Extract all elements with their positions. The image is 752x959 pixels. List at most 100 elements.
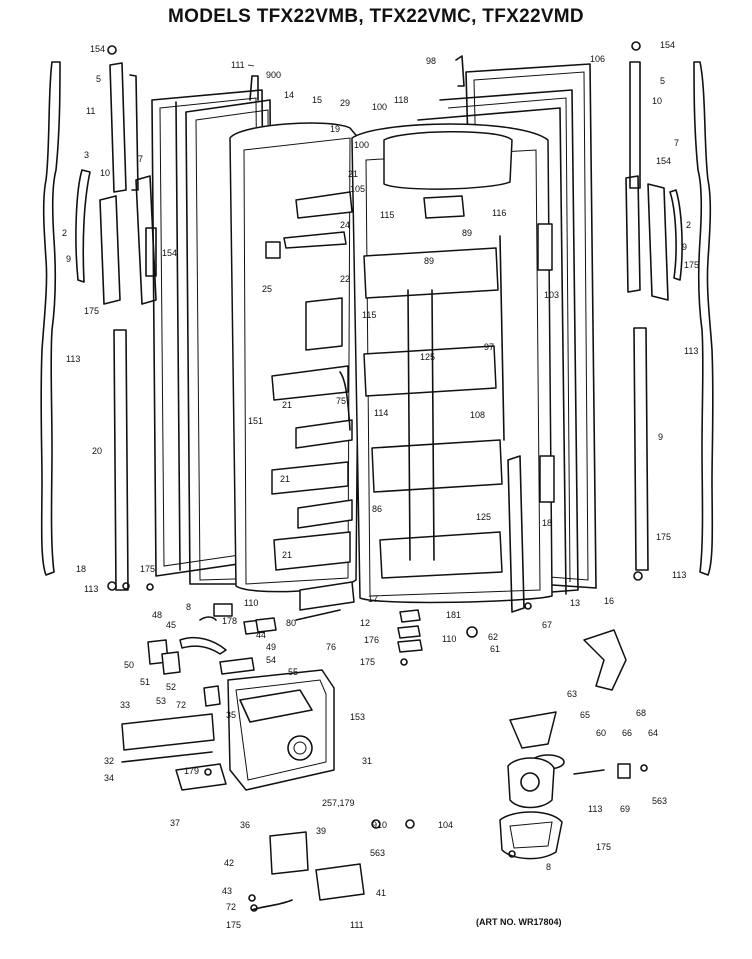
callout-label: 2 xyxy=(62,228,67,238)
callout-label: 563 xyxy=(652,796,667,806)
callout-label: 179 xyxy=(184,766,199,776)
callout-label: 151 xyxy=(248,416,263,426)
callout-label: 2 xyxy=(686,220,691,230)
callout-label: 63 xyxy=(567,689,577,699)
callout-label: 113 xyxy=(84,584,98,594)
callout-label: 125 xyxy=(476,512,491,522)
callout-label: 55 xyxy=(288,667,298,677)
callout-label: 33 xyxy=(120,700,130,710)
callout-label: 36 xyxy=(240,820,250,830)
callout-label: 21 xyxy=(348,169,358,179)
callout-label: 29 xyxy=(340,98,350,108)
left-door-trim xyxy=(135,175,157,305)
callout-label: 52 xyxy=(166,682,176,692)
callout-label: 24 xyxy=(340,220,350,230)
left-hinge-strip-upper xyxy=(109,62,139,193)
right-hinge-strip-lower xyxy=(633,327,649,571)
callout-label: 175 xyxy=(140,564,155,574)
callout-label: 110 xyxy=(244,598,258,608)
callout-label: 5 xyxy=(96,74,101,84)
fresh-food-door-liner xyxy=(351,55,555,613)
left-door-gasket xyxy=(40,61,61,576)
callout-label: 9 xyxy=(658,432,663,442)
diagram-title: MODELS TFX22VMB, TFX22VMC, TFX22VMD xyxy=(168,6,584,27)
callout-label: 153 xyxy=(350,712,365,722)
callout-label: 98 xyxy=(426,56,436,66)
callout-label: 176 xyxy=(364,635,379,645)
callout-label: 75 xyxy=(336,396,346,406)
callout-label: 51 xyxy=(140,677,150,687)
callout-label: 105 xyxy=(350,184,365,194)
callout-label: 125 xyxy=(420,352,435,362)
callout-label: 5 xyxy=(660,76,665,86)
dispenser-housing xyxy=(227,669,335,791)
callout-label: 257,179 xyxy=(322,798,355,808)
callout-label: 910 xyxy=(372,820,387,830)
callout-label: 154 xyxy=(90,44,105,54)
callout-label: 114 xyxy=(374,408,388,418)
callout-label: 50 xyxy=(124,660,134,670)
callout-label: 113 xyxy=(66,354,80,364)
right-door-handle xyxy=(625,175,683,301)
callout-label: 900 xyxy=(266,70,281,80)
callout-label: 19 xyxy=(330,124,340,134)
callout-label: 111 xyxy=(350,920,364,930)
callout-labels: 111 900 14 15 29 19 21 105 24 22 25 75 1… xyxy=(62,40,699,930)
art-number: (ART NO. WR17804) xyxy=(476,917,562,927)
callout-label: 8 xyxy=(546,862,551,872)
callout-label: 14 xyxy=(284,90,294,100)
callout-label: 7 xyxy=(674,138,679,148)
callout-label: 89 xyxy=(424,256,434,266)
callout-label: 111 xyxy=(231,60,245,70)
callout-label: 44 xyxy=(256,630,266,640)
callout-label: 49 xyxy=(266,642,276,652)
callout-label: 64 xyxy=(648,728,658,738)
callout-label: 72 xyxy=(176,700,186,710)
callout-label: 67 xyxy=(542,620,552,630)
left-door-handle xyxy=(75,169,121,305)
callout-label: 154 xyxy=(656,156,671,166)
callout-label: 181 xyxy=(446,610,461,620)
callout-label: 21 xyxy=(282,400,292,410)
callout-label: 118 xyxy=(394,95,408,105)
callout-label: 21 xyxy=(280,474,290,484)
callout-label: 25 xyxy=(262,284,272,294)
callout-label: 89 xyxy=(462,228,472,238)
callout-label: 178 xyxy=(222,616,237,626)
callout-label: 43 xyxy=(222,886,232,896)
callout-label: 76 xyxy=(326,642,336,652)
callout-label: 39 xyxy=(316,826,326,836)
callout-label: 18 xyxy=(76,564,86,574)
callout-label: 18 xyxy=(542,518,552,528)
callout-label: 42 xyxy=(224,858,234,868)
callout-label: 62 xyxy=(488,632,498,642)
callout-label: 60 xyxy=(596,728,606,738)
callout-label: 11 xyxy=(86,106,95,116)
callout-label: 116 xyxy=(492,208,506,218)
callout-label: 3 xyxy=(84,150,89,160)
left-hinge-strip-lower xyxy=(113,329,129,591)
callout-label: 175 xyxy=(360,657,375,667)
callout-label: 175 xyxy=(656,532,671,542)
callout-label: 61 xyxy=(490,644,500,654)
callout-label: 113 xyxy=(588,804,602,814)
callout-label: 154 xyxy=(162,248,177,258)
callout-label: 154 xyxy=(660,40,675,50)
callout-label: 16 xyxy=(604,596,614,606)
callout-label: 9 xyxy=(66,254,71,264)
callout-label: 113 xyxy=(684,346,698,356)
callout-label: 15 xyxy=(312,95,322,105)
right-hinge-strip-upper xyxy=(629,61,641,189)
callout-label: 32 xyxy=(104,756,114,766)
callout-label: 54 xyxy=(266,655,276,665)
callout-label: 31 xyxy=(362,756,372,766)
callout-label: 175 xyxy=(684,260,699,270)
callout-label: 115 xyxy=(362,310,376,320)
callout-label: 35 xyxy=(226,710,236,720)
callout-label: 86 xyxy=(372,504,382,514)
callout-label: 80 xyxy=(286,618,296,628)
callout-label: 9 xyxy=(682,242,687,252)
callout-label: 100 xyxy=(372,102,387,112)
callout-label: 45 xyxy=(166,620,176,630)
callout-label: 12 xyxy=(360,618,370,628)
